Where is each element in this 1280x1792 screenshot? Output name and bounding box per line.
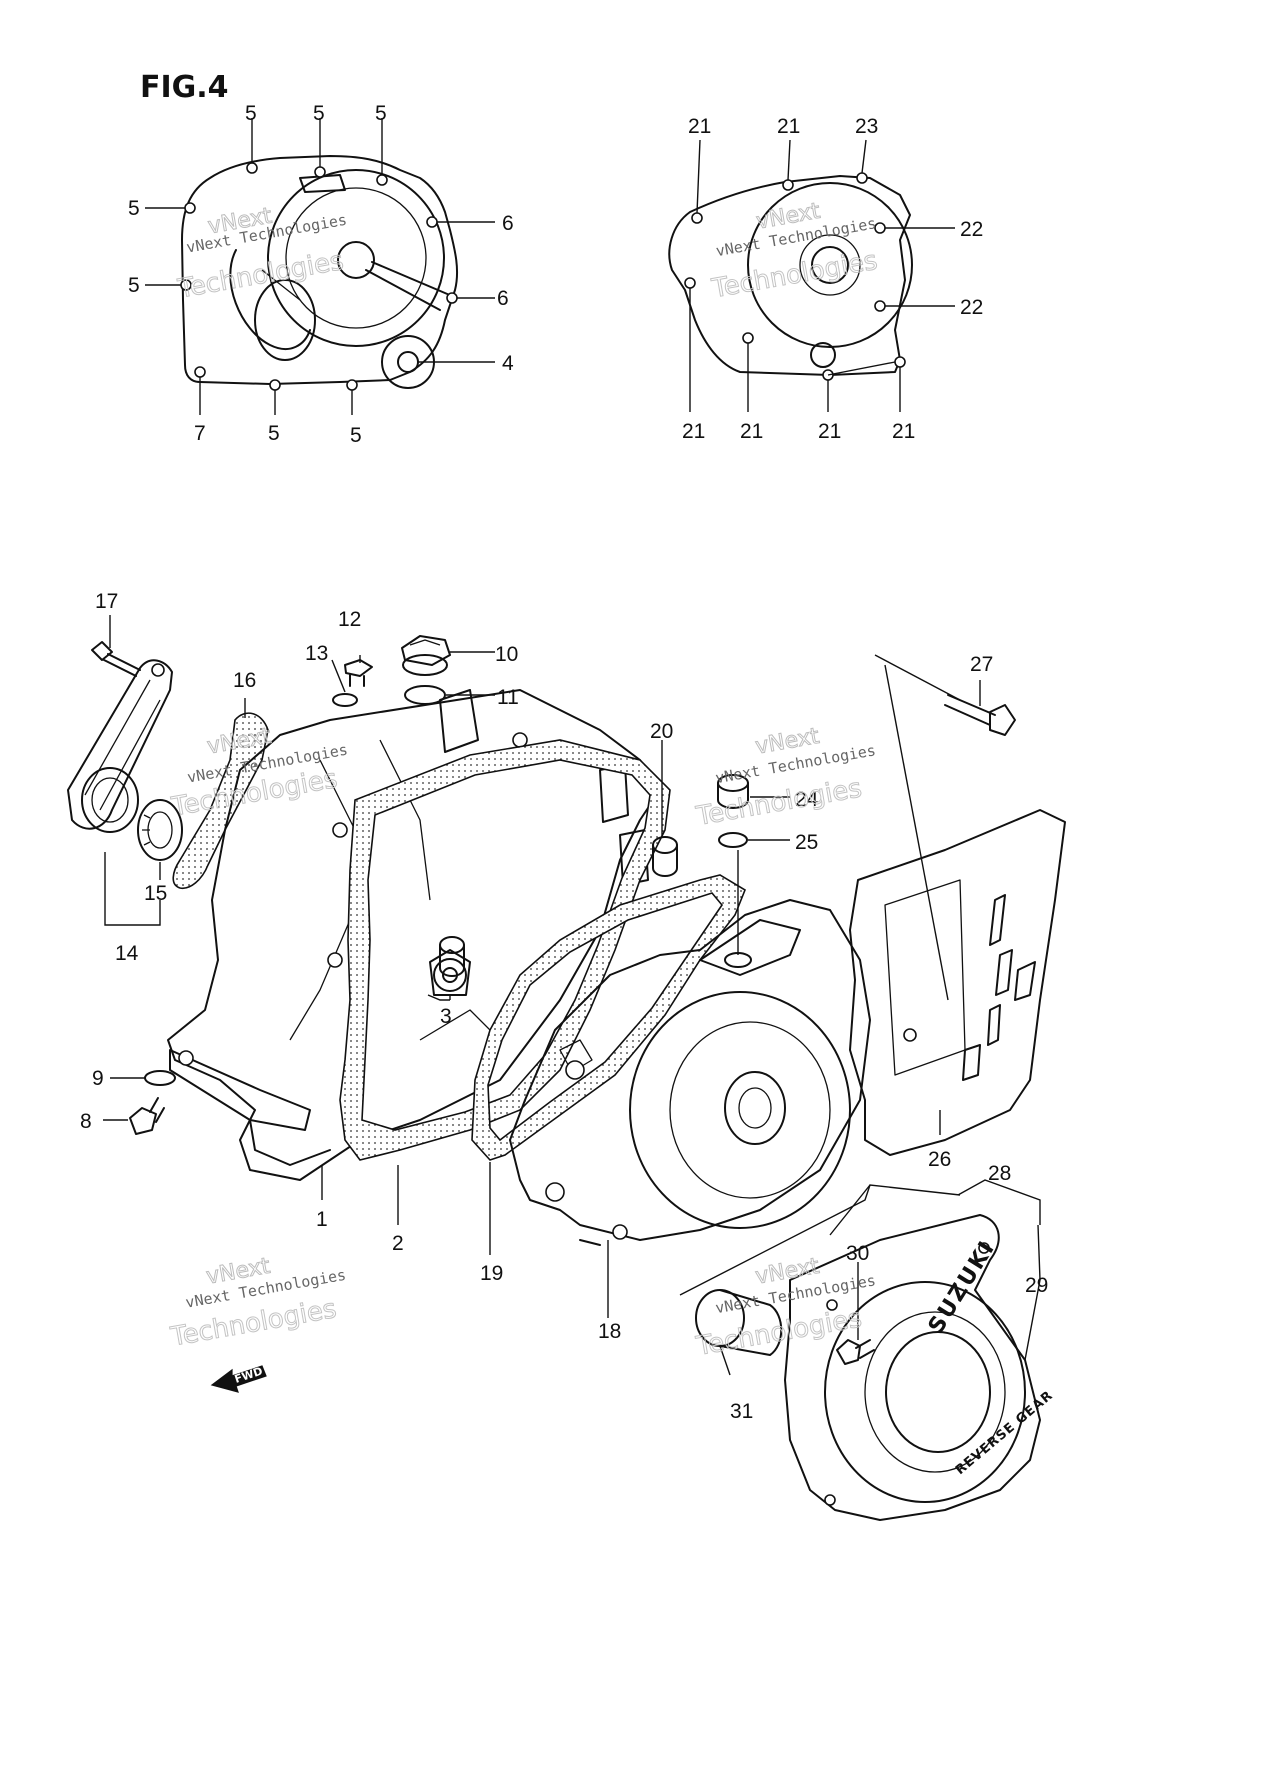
callout-19: 19 <box>480 1262 503 1285</box>
gasket-16 <box>172 712 269 890</box>
callout-24: 24 <box>795 788 819 811</box>
clutch-cover-outline <box>180 155 459 391</box>
callout-22: 22 <box>960 218 983 241</box>
callout-12: 12 <box>338 608 361 631</box>
callout-29: 29 <box>1025 1274 1048 1297</box>
reverse-gear-cover: SUZUKI REVERSE GEAR <box>784 1214 1056 1521</box>
callout-7: 7 <box>194 422 206 445</box>
callout-3: 3 <box>440 1005 452 1028</box>
dowel-pin-3 <box>439 936 465 977</box>
callout-2: 2 <box>392 1232 404 1255</box>
main-leaders <box>103 615 1041 1376</box>
callout-26: 26 <box>928 1148 951 1171</box>
callout-30: 30 <box>846 1242 869 1265</box>
callout-27: 27 <box>970 653 993 676</box>
callout-21: 21 <box>818 420 841 443</box>
bolt-27-line <box>884 664 949 1001</box>
callout-28: 28 <box>988 1162 1011 1185</box>
brand-logo-text: SUZUKI <box>924 1236 1001 1338</box>
gasket-2 <box>339 739 671 1161</box>
callout-6: 6 <box>502 212 514 235</box>
cover-28-line <box>957 1179 1041 1225</box>
clutch-cover-callouts: 5 5 5 5 5 6 6 4 7 5 5 <box>128 102 514 447</box>
callout-16: 16 <box>233 669 256 692</box>
cover-section-line <box>679 1184 961 1296</box>
cover-section-line <box>829 1184 871 1236</box>
callout-5: 5 <box>245 102 257 125</box>
callout-21: 21 <box>682 420 705 443</box>
right-cover <box>509 899 871 1246</box>
callout-5: 5 <box>375 102 387 125</box>
bolt-8 <box>129 1097 165 1135</box>
fwd-label: FWD <box>233 1365 264 1386</box>
gasket-25 <box>718 832 748 848</box>
callout-23: 23 <box>855 115 878 138</box>
clutch-cover-leaders <box>145 118 495 415</box>
callout-5: 5 <box>350 424 362 447</box>
washer-9 <box>144 1070 176 1086</box>
main-callouts: 17 12 13 16 10 11 20 27 24 25 15 14 3 9 … <box>80 590 1048 1423</box>
callout-5: 5 <box>128 197 140 220</box>
bolt-30 <box>836 1339 875 1365</box>
callout-6: 6 <box>497 287 509 310</box>
oil-seal-bracket <box>67 659 173 833</box>
bolt-27-line <box>874 654 961 701</box>
filler-plug <box>401 635 451 676</box>
callout-1: 1 <box>316 1208 328 1231</box>
callout-20: 20 <box>650 720 673 743</box>
o-ring <box>404 685 446 705</box>
callout-21: 21 <box>777 115 800 138</box>
callout-22: 22 <box>960 296 983 319</box>
drain-plug <box>717 774 749 809</box>
callout-25: 25 <box>795 831 818 854</box>
callout-8: 8 <box>80 1110 92 1133</box>
callout-5: 5 <box>268 422 280 445</box>
callout-21: 21 <box>892 420 915 443</box>
callout-18: 18 <box>598 1320 621 1343</box>
callout-13: 13 <box>305 642 328 665</box>
callout-21: 21 <box>740 420 763 443</box>
callout-5: 5 <box>128 274 140 297</box>
callout-10: 10 <box>495 643 518 666</box>
callout-5: 5 <box>313 102 325 125</box>
dowel-pin-20 <box>652 836 678 877</box>
gasket-19 <box>471 874 746 1161</box>
callout-9: 9 <box>92 1067 104 1090</box>
magneto-cover-callouts: 21 21 23 22 22 21 21 21 21 <box>682 115 983 443</box>
callout-21: 21 <box>688 115 711 138</box>
washer-13 <box>332 693 358 707</box>
magneto-cover-leaders <box>689 139 955 412</box>
fwd-arrow: FWD <box>210 1365 267 1393</box>
callout-17: 17 <box>95 590 118 613</box>
callout-31: 31 <box>730 1400 753 1423</box>
chain-shield <box>849 809 1066 1156</box>
callout-11: 11 <box>497 686 519 709</box>
callout-15: 15 <box>144 882 167 905</box>
figure-title: FIG.4 <box>140 70 229 105</box>
callout-14: 14 <box>115 942 139 965</box>
bolt-12 <box>344 659 373 687</box>
callout-4: 4 <box>502 352 514 375</box>
oil-seal <box>137 799 183 861</box>
bolt-17 <box>91 641 141 677</box>
